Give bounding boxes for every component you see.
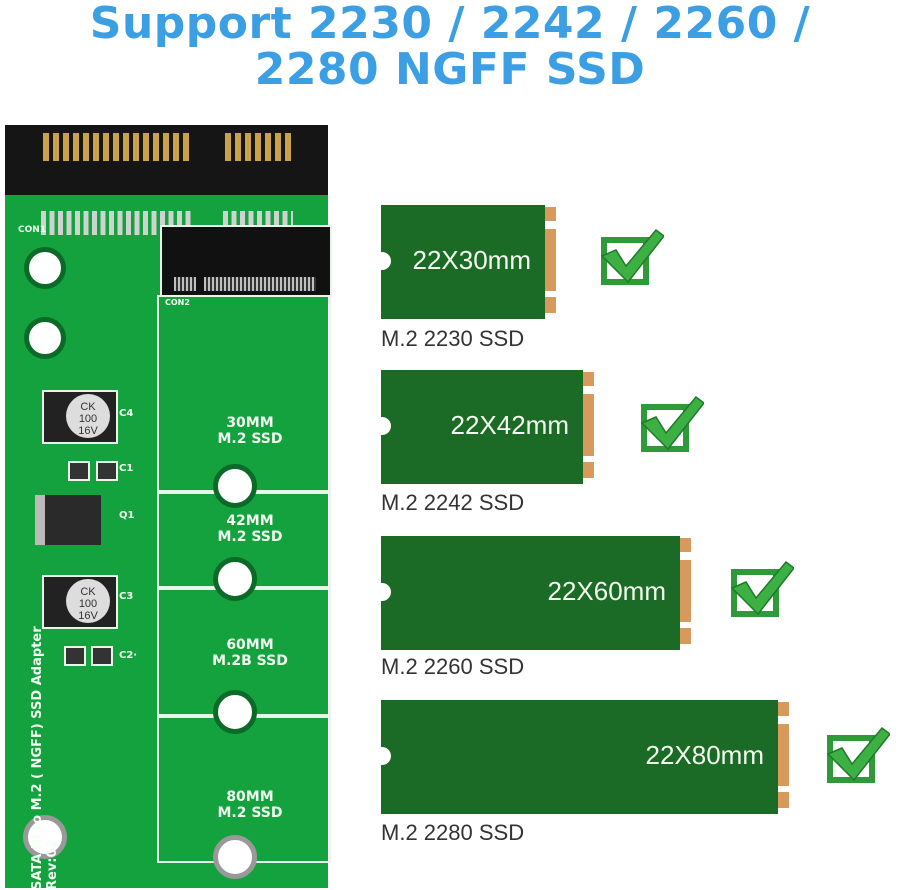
ssd-size: 22X42mm: [450, 410, 570, 440]
smd-c2: [91, 646, 113, 666]
mount-hole: [24, 317, 66, 359]
notch: [373, 417, 391, 435]
m2-pins: [204, 277, 316, 291]
check-icon: [730, 560, 794, 617]
screw-hole-30: [213, 464, 257, 508]
ssd-label: M.2 2230 SSD: [381, 326, 525, 351]
transistor-q1: [35, 495, 101, 545]
board-name: SATA III to M.2 ( NGFF) SSD Adapter Rev:…: [30, 510, 60, 890]
headline-line-1: Support 2230 / 2242 / 2260 /: [89, 0, 811, 49]
check-icon: [600, 228, 664, 285]
q1-label: Q1: [119, 510, 135, 521]
mount-hole: [24, 247, 66, 289]
smd-c1: [96, 461, 118, 481]
gold-contact: [778, 792, 789, 808]
ssd-label: M.2 2260 SSD: [381, 654, 525, 679]
c4-label: C4: [119, 408, 134, 419]
screw-hole-60: [213, 690, 257, 734]
ssd-size: 22X60mm: [547, 576, 667, 606]
notch: [373, 583, 391, 601]
gold-contact: [778, 702, 789, 716]
con1-label: CON1: [18, 225, 47, 235]
ssd-card-2260: 22X60mm: [373, 536, 691, 650]
smd-c2: [64, 646, 86, 666]
c3-label: C3: [119, 591, 134, 602]
sata-power-pins: [225, 133, 293, 161]
gold-contact: [583, 394, 594, 456]
notch: [373, 252, 391, 270]
gold-contact: [583, 462, 594, 478]
c1-label: C1: [119, 463, 134, 474]
headline-line-2: 2280 NGFF SSD: [254, 44, 646, 95]
sata-connector: [5, 125, 328, 195]
ssd-label: M.2 2242 SSD: [381, 490, 525, 515]
bay-30mm: [157, 295, 331, 494]
con2-label: CON2: [165, 298, 190, 307]
check-icon: [826, 726, 890, 783]
gold-contact: [680, 628, 691, 644]
ssd-size: 22X80mm: [645, 740, 765, 770]
m2-pins: [174, 277, 196, 291]
sata-data-pins: [43, 133, 193, 161]
gold-contact: [545, 297, 556, 313]
ssd-card-2280: 22X80mm: [373, 700, 789, 814]
check-icon: [640, 395, 704, 452]
gold-contact: [680, 538, 691, 552]
ssd-label: M.2 2280 SSD: [381, 820, 525, 845]
notch: [373, 747, 391, 765]
ssd-card-2242: 22X42mm: [373, 370, 594, 484]
m2-slot: [160, 225, 332, 297]
mount-hole: [23, 815, 67, 859]
smd-c1: [68, 461, 90, 481]
gold-contact: [778, 724, 789, 786]
ssd-card-2230: 22X30mm: [373, 205, 556, 319]
gold-contact: [545, 229, 556, 291]
ssd-size: 22X30mm: [412, 245, 532, 275]
c2-label: C2·: [119, 650, 138, 661]
revision-label: Rev:02: [45, 839, 60, 890]
gold-contact: [545, 207, 556, 221]
screw-hole-42: [213, 557, 257, 601]
screw-hole-80: [213, 835, 257, 879]
gold-contact: [583, 372, 594, 386]
gold-contact: [680, 560, 691, 622]
